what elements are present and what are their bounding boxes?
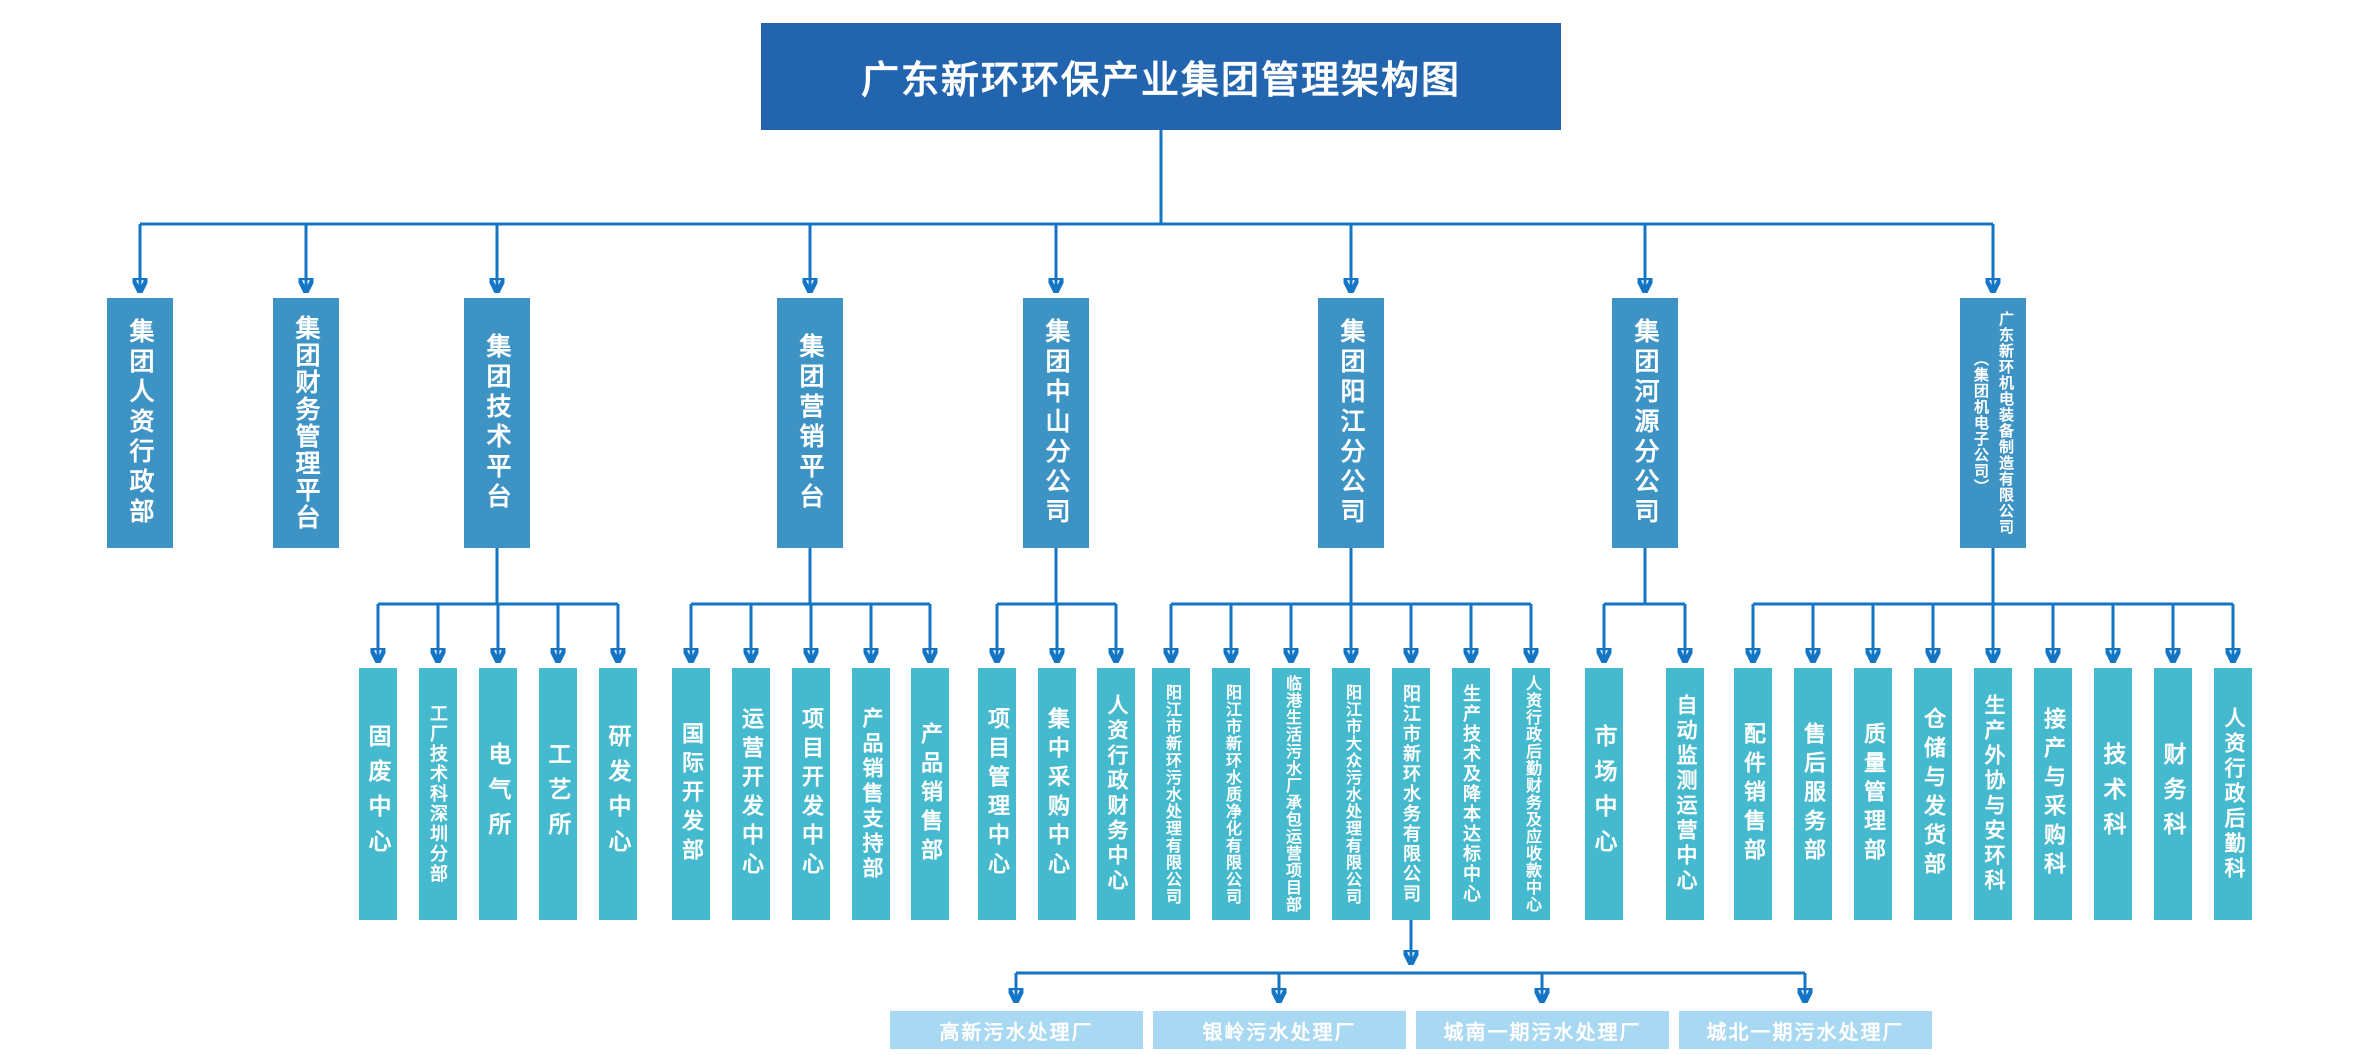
sub-box-rd-center: 研发中心 [599,668,637,920]
dept-label: 集团营销平台 [796,333,824,513]
plant-label: 城北一期污水处理厂 [1706,1021,1905,1044]
sub-label: 人资行政财务中心 [1105,694,1128,894]
sub-box-hr-logistics-finance-center: 人资行政后勤财务及应收款中心 [1512,668,1550,920]
plant-box-chengnan: 城南一期污水处理厂 [1416,1011,1669,1049]
sub-label: 临港生活污水厂承包运营项目部 [1283,675,1300,913]
dept-box-hr-admin: 集团人资行政部 [107,298,173,548]
sub-box-product-sales: 产品销售部 [911,668,949,920]
dept-box-heyuan-branch: 集团河源分公司 [1612,298,1678,548]
sub-label: 阳江市新环水务有限公司 [1401,684,1421,904]
sub-label: 运营开发中心 [739,707,764,881]
dept-label: 集团人资行政部 [126,318,154,528]
dept-label: 广东新环机电装备制造有限公司 [1997,311,2014,535]
dept-label: 集团财务管理平台 [292,315,320,531]
plant-box-yinling: 银岭污水处理厂 [1153,1011,1406,1049]
sub-box-xinhuan-sewage-co: 阳江市新环污水处理有限公司 [1152,668,1190,920]
sub-label: 仓储与发货部 [1921,707,1946,881]
dept-box-finance-platform: 集团财务管理平台 [273,298,339,548]
sub-box-project-mgmt-center: 项目管理中心 [978,668,1016,920]
sub-box-hr-admin-finance: 人资行政财务中心 [1097,668,1135,920]
sub-label: 市场中心 [1591,724,1617,864]
dept-box-tech-platform: 集团技术平台 [464,298,530,548]
sub-label: 工艺所 [545,741,571,847]
sub-label: 质量管理部 [1861,721,1886,867]
sub-label: 阳江市大众污水处理有限公司 [1343,683,1360,905]
sub-box-process-institute: 工艺所 [539,668,577,920]
sub-box-finance-section: 财务科 [2154,668,2192,920]
dept-box-yangjiang-branch: 集团阳江分公司 [1318,298,1384,548]
dept-box-zhongshan-branch: 集团中山分公司 [1023,298,1089,548]
sub-box-electric-institute: 电气所 [479,668,517,920]
sub-box-auto-monitoring-center: 自动监测运营中心 [1666,668,1704,920]
sub-box-hr-logistics-section: 人资行政后勤科 [2214,668,2252,920]
sub-label: 产品销售支持部 [860,706,883,882]
plant-label: 高新污水处理厂 [939,1021,1094,1044]
sub-label: 电气所 [485,741,511,847]
sub-box-market-center: 市场中心 [1585,668,1623,920]
sub-box-lingang-project-dept: 临港生活污水厂承包运营项目部 [1272,668,1310,920]
sub-box-solid-waste-center: 固废中心 [359,668,397,920]
org-chart-title: 广东新环环保产业集团管理架构图 [761,23,1561,130]
dept-sublabel: （集团机电子公司） [1972,351,1989,495]
sub-label: 人资行政后勤财务及应收款中心 [1523,675,1540,913]
sub-box-product-sales-support: 产品销售支持部 [852,668,890,920]
sub-box-central-purchasing: 集中采购中心 [1038,668,1076,920]
plant-box-chengbei: 城北一期污水处理厂 [1679,1011,1932,1049]
dept-box-mech-subsidiary: 广东新环机电装备制造有限公司 （集团机电子公司） [1960,298,2026,548]
dept-label: 集团阳江分公司 [1337,318,1365,528]
sub-box-production-purchasing: 接产与采购科 [2034,668,2072,920]
sub-box-factory-tech-shenzhen: 工厂技术科深圳分部 [419,668,457,920]
plant-box-gaoxin: 高新污水处理厂 [890,1011,1143,1049]
sub-label: 售后服务部 [1801,721,1826,867]
sub-label: 阳江市新环污水处理有限公司 [1163,683,1180,905]
sub-label: 工厂技术科深圳分部 [428,704,448,884]
sub-box-xinhuan-purification-co: 阳江市新环水质净化有限公司 [1212,668,1250,920]
sub-label: 自动监测运营中心 [1674,694,1697,894]
sub-label: 配件销售部 [1741,721,1766,867]
sub-box-intl-development: 国际开发部 [672,668,710,920]
plant-label: 银岭污水处理厂 [1202,1021,1357,1044]
sub-label: 人资行政后勤科 [2222,706,2245,882]
dept-label: 集团技术平台 [483,333,511,513]
sub-box-technology-section: 技术科 [2094,668,2132,920]
sub-box-project-dev-center: 项目开发中心 [792,668,830,920]
sub-box-production-tech-center: 生产技术及降本达标中心 [1452,668,1490,920]
dept-box-marketing-platform: 集团营销平台 [777,298,843,548]
sub-label: 国际开发部 [679,721,704,867]
sub-label: 生产外协与安环科 [1982,694,2005,894]
sub-label: 产品销售部 [918,721,943,867]
sub-label: 固废中心 [365,724,391,864]
sub-box-warehouse-shipping: 仓储与发货部 [1914,668,1952,920]
sub-box-xinhuan-water-co: 阳江市新环水务有限公司 [1392,668,1430,920]
plant-label: 城南一期污水处理厂 [1443,1021,1642,1044]
sub-box-after-sales: 售后服务部 [1794,668,1832,920]
sub-box-dazhong-sewage-co: 阳江市大众污水处理有限公司 [1332,668,1370,920]
sub-label: 集中采购中心 [1045,707,1070,881]
sub-label: 技术科 [2100,741,2126,847]
sub-box-operation-dev-center: 运营开发中心 [732,668,770,920]
dept-label: 集团中山分公司 [1042,318,1070,528]
sub-box-outsourcing-safety: 生产外协与安环科 [1974,668,2012,920]
sub-box-quality-mgmt: 质量管理部 [1854,668,1892,920]
sub-label: 研发中心 [605,724,631,864]
sub-box-parts-sales: 配件销售部 [1734,668,1772,920]
sub-label: 财务科 [2160,741,2186,847]
sub-label: 阳江市新环水质净化有限公司 [1223,683,1240,905]
sub-label: 项目管理中心 [985,707,1010,881]
sub-label: 项目开发中心 [799,707,824,881]
dept-label: 集团河源分公司 [1631,318,1659,528]
sub-label: 接产与采购科 [2041,707,2066,881]
sub-label: 生产技术及降本达标中心 [1461,684,1481,904]
